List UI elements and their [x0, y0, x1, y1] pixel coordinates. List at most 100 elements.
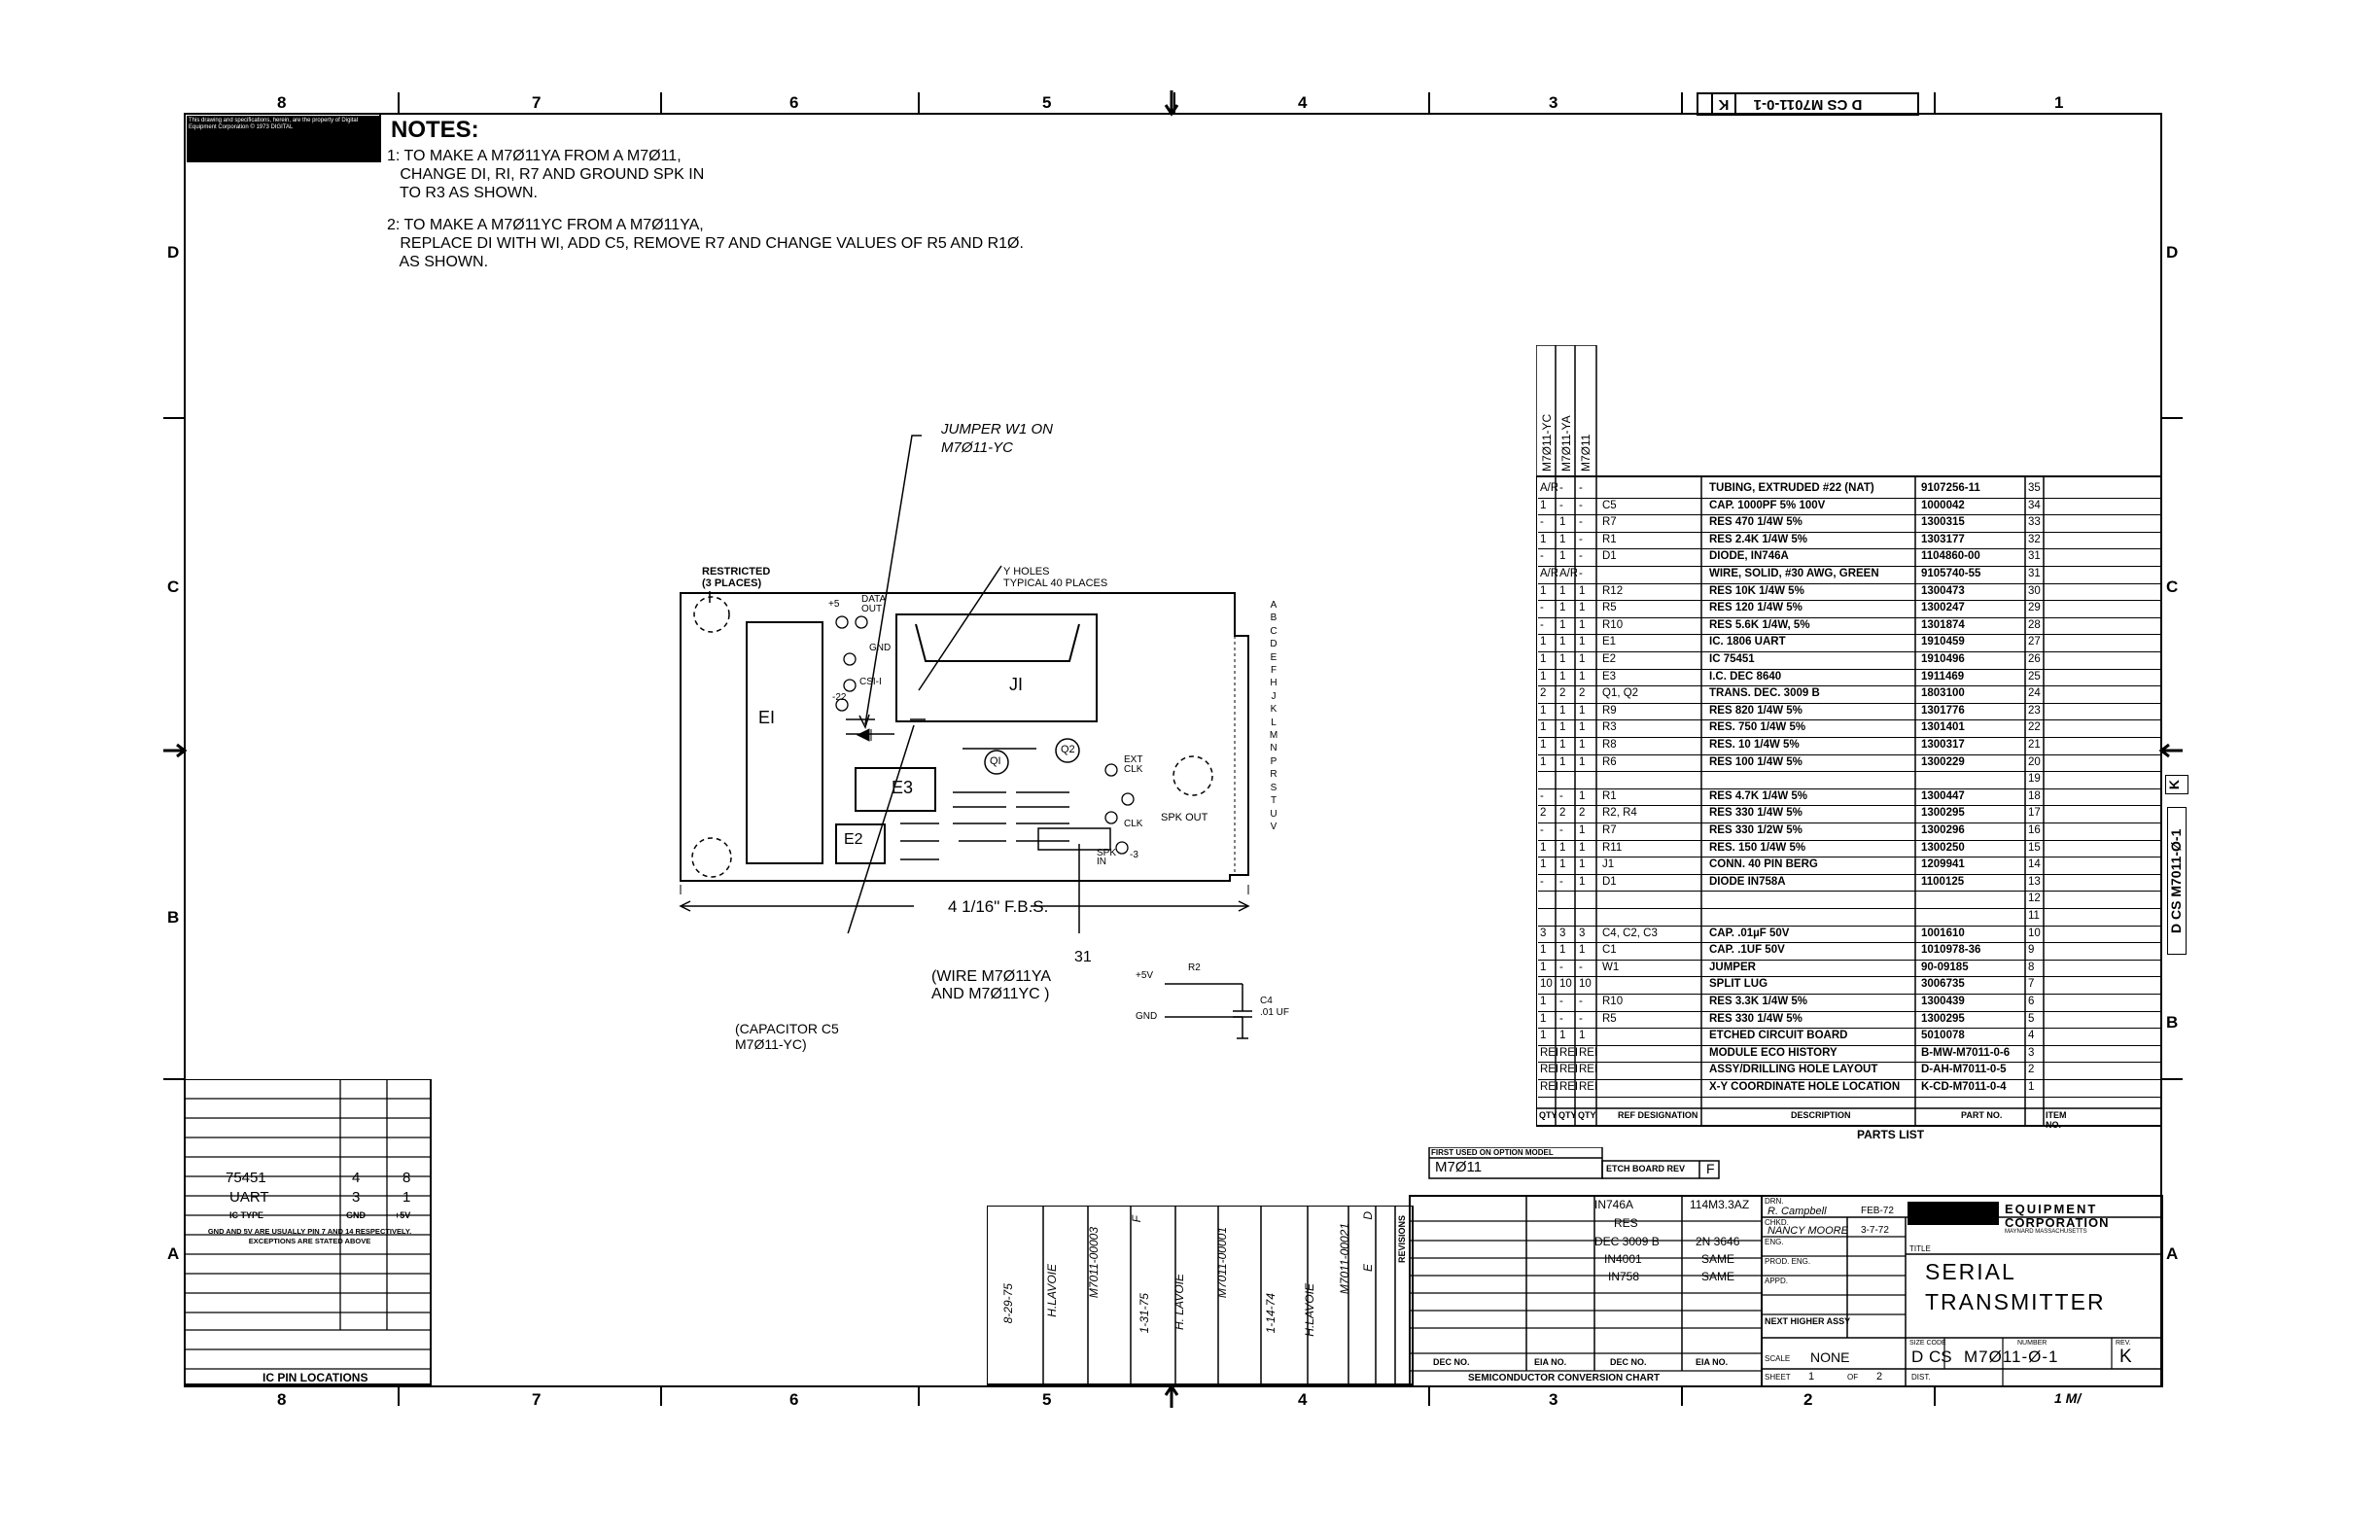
parts-list-cell: 1	[1579, 944, 1586, 957]
zone-label: A	[167, 1244, 180, 1263]
parts-list-cell: RES 330 1/4W 5%	[1709, 1012, 1802, 1025]
parts-list-cell: W1	[1602, 961, 1620, 973]
parts-list-cell: 1	[1540, 670, 1547, 682]
parts-list-cell: -	[1579, 568, 1583, 579]
zone-label: 7	[532, 1390, 542, 1409]
parts-list-cell: R7	[1602, 824, 1617, 836]
semi-header: EIA NO.	[1534, 1357, 1567, 1367]
col-header: QTY	[1578, 1110, 1596, 1120]
zone-label: 4	[1298, 93, 1308, 112]
label-e3: E3	[892, 778, 914, 797]
chip-e1	[746, 621, 823, 864]
sheet-label: SHEET	[1765, 1373, 1791, 1382]
model-header: M7Ø11-YC	[1540, 413, 1554, 472]
parts-list-header-row: QTY QTY QTY REF DESIGNATION DESCRIPTION …	[1538, 1110, 2162, 1130]
parts-list-cell: 35	[2028, 482, 2041, 494]
cap-c4: C4	[1260, 996, 1273, 1006]
zone-label: B	[2166, 1013, 2179, 1032]
parts-list-cell: 1	[1559, 653, 1566, 665]
parts-list-cell: 2	[1540, 687, 1547, 700]
parts-list-cell: JUMPER	[1709, 961, 1756, 973]
parts-list-cell: 1	[1579, 584, 1586, 597]
zone-label: C	[167, 578, 180, 596]
label-q1: QI	[990, 755, 1001, 767]
board-drawing	[679, 435, 1250, 933]
parts-list-cell: 1300296	[1921, 824, 1965, 836]
parts-list-cell: 1	[1559, 739, 1566, 751]
restricted-area	[1172, 755, 1213, 796]
col-header: QTY	[1539, 1110, 1558, 1120]
parts-list-cell: 13	[2028, 875, 2041, 888]
ic-table-grid	[185, 1079, 432, 1385]
parts-list-cell: 9	[2028, 944, 2035, 957]
parts-list-cell: RES 820 1/4W 5%	[1709, 704, 1802, 717]
parts-list-cell: REF	[1579, 1046, 1596, 1059]
parts-list-cell: C1	[1602, 944, 1617, 957]
parts-list-cell: R11	[1602, 841, 1623, 854]
logo-block	[1908, 1202, 1999, 1225]
parts-list-cell: 1300473	[1921, 584, 1965, 597]
parts-list-cell: 3	[2028, 1046, 2035, 1059]
parts-list-cell: -	[1559, 996, 1563, 1007]
parts-list-cell: CAP. 1000PF 5% 100V	[1709, 499, 1826, 511]
semi-header: DEC NO.	[1433, 1357, 1470, 1367]
note-1: 1: TO MAKE A M7Ø11YA FROM A M7Ø11, CHANG…	[387, 148, 705, 201]
parts-list-cell: Q1, Q2	[1602, 687, 1639, 700]
semi-row: 2N 3646	[1696, 1235, 1740, 1248]
parts-list-cell: D1	[1602, 550, 1617, 563]
parts-list-cell: 1	[1540, 636, 1547, 648]
zone-label: 8	[277, 93, 287, 112]
ic-row: 75451	[226, 1170, 266, 1186]
parts-list-cell: R10	[1602, 996, 1624, 1007]
cap-c4-value: .01 UF	[1260, 1007, 1290, 1018]
parts-list-cell: 21	[2028, 739, 2041, 751]
parts-list-cell: 3006735	[1921, 978, 1965, 991]
parts-list-cell: RES. 750 1/4W 5%	[1709, 721, 1806, 734]
ic-footnote: GND AND 5V ARE USUALLY PIN 7 AND 14 RESP…	[207, 1227, 412, 1245]
ic-row: 3	[352, 1189, 361, 1206]
parts-list-cell: 1300447	[1921, 789, 1965, 802]
parts-list-row: 11	[1538, 908, 2162, 927]
parts-list-cell: -	[1559, 875, 1563, 888]
jumper-leader	[864, 435, 922, 725]
parts-list-cell: 1301874	[1921, 618, 1965, 631]
ic-header: +5V	[395, 1210, 411, 1220]
revision-date: 8-29-75	[1001, 1283, 1015, 1324]
parts-list-cell: 19	[2028, 773, 2041, 786]
revision-change-number: M7011-00001	[1215, 1227, 1229, 1299]
zone-label: 1	[2054, 93, 2064, 112]
parts-list-cell: 30	[2028, 584, 2041, 597]
parts-list-cell: -	[1579, 516, 1583, 529]
semi-header: EIA NO.	[1696, 1357, 1729, 1367]
chip-e2	[835, 823, 886, 864]
parts-list-cell: 10	[2028, 927, 2041, 939]
parts-list-cell: D1	[1602, 875, 1617, 888]
revision-name: H.LAVOIE	[1045, 1264, 1059, 1317]
sizecode-label: SIZE CODE	[1909, 1340, 1946, 1347]
parts-list-cell: 1803100	[1921, 687, 1965, 700]
zone-label: A	[2166, 1244, 2179, 1263]
parts-list-cell: -	[1579, 1012, 1583, 1025]
parts-list-cell: 1	[1559, 670, 1566, 682]
parts-list-cell: 1	[1540, 944, 1547, 957]
parts-list-cell: 1209941	[1921, 858, 1965, 871]
chip-e3	[855, 767, 936, 812]
sheet-value: 1	[1808, 1371, 1815, 1382]
prod-eng-label: PROD. ENG.	[1765, 1257, 1811, 1266]
parts-list-cell: 1104860-00	[1921, 550, 1980, 563]
parts-list-cell: -	[1540, 602, 1544, 614]
company-line-3: MAYNARD MASSACHUSETTS	[2005, 1229, 2087, 1235]
cap-schematic	[1165, 983, 1252, 1039]
label-j1: JI	[1009, 675, 1024, 694]
revision-name: H. LAVOIE	[1172, 1274, 1186, 1331]
parts-list-cell: 17	[2028, 807, 2041, 820]
